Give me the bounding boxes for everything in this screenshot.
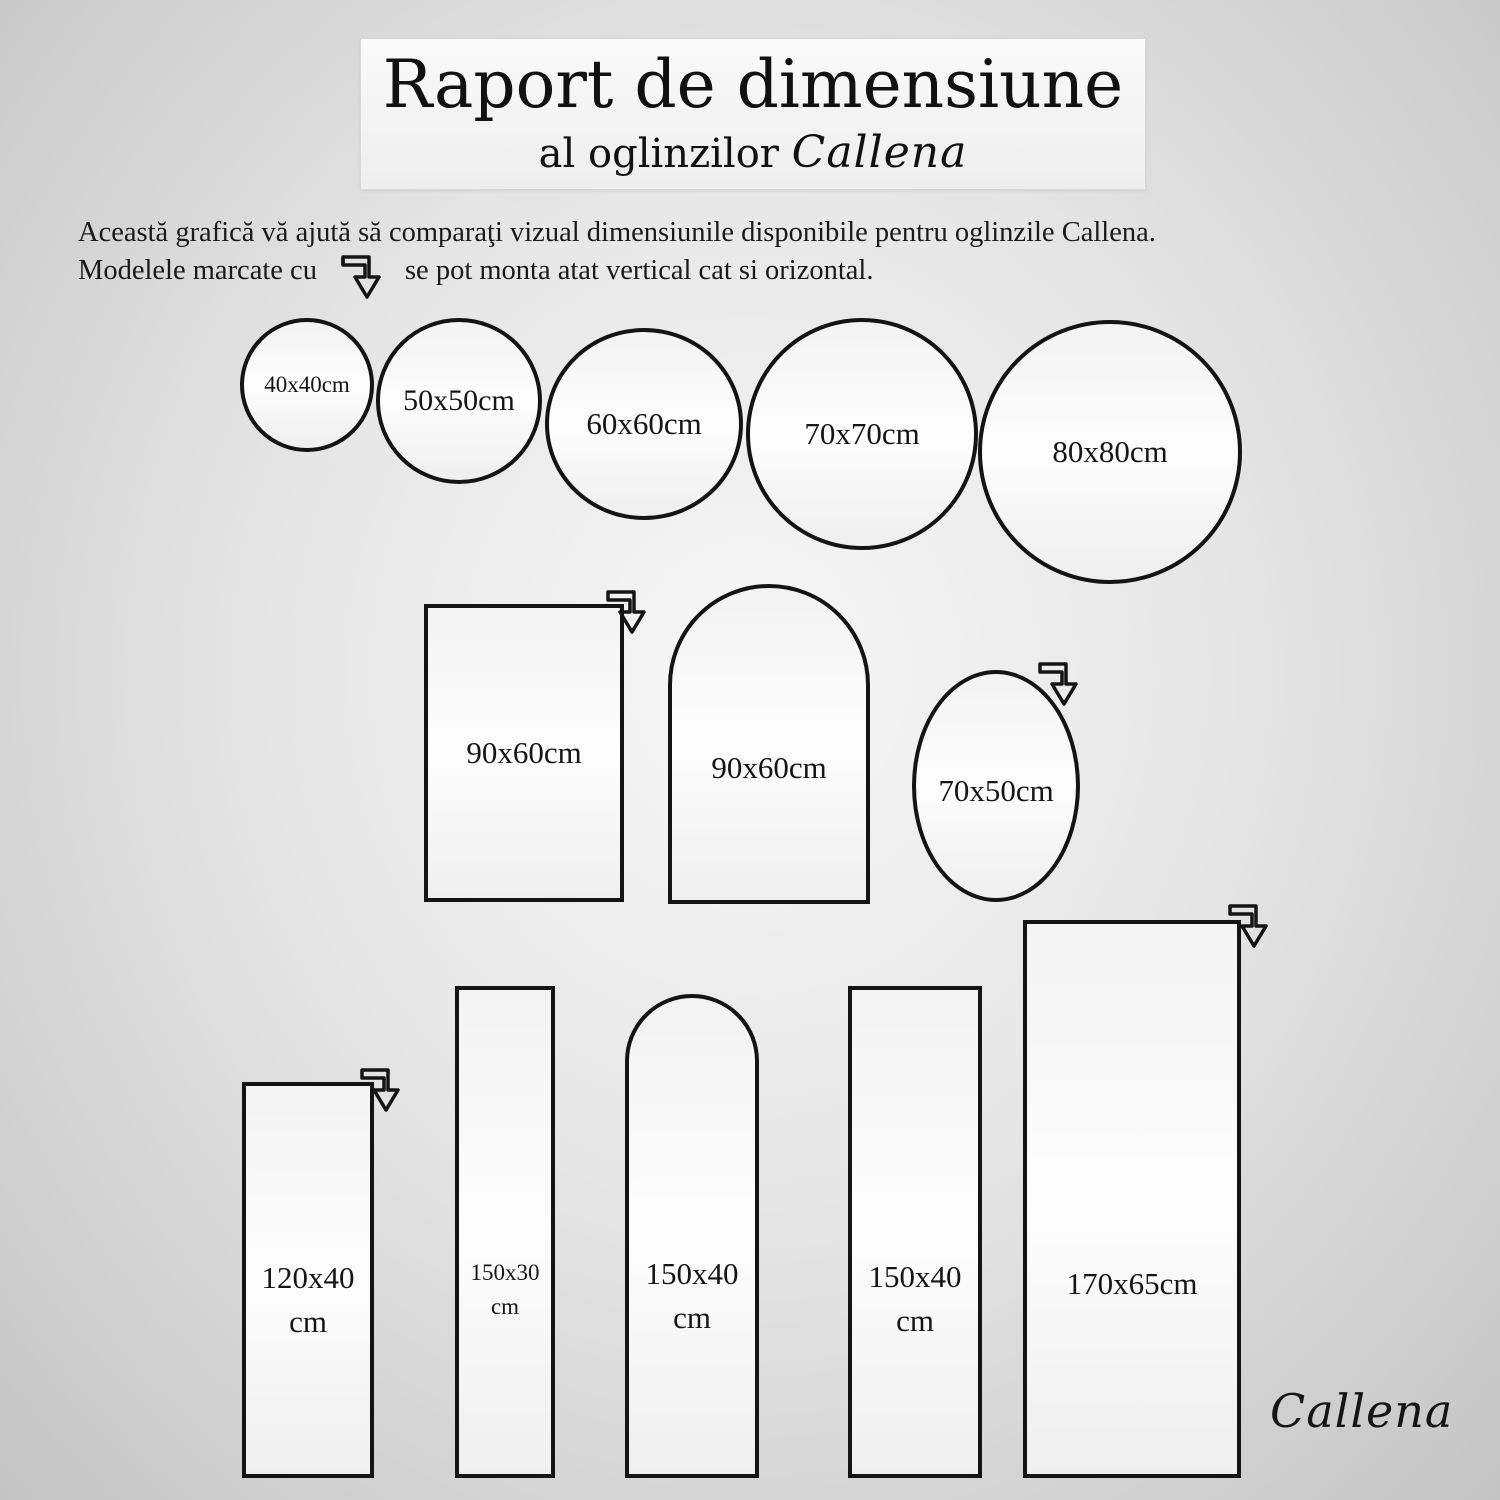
subtitle-prefix: al oglinzilor (538, 131, 779, 177)
mirror-label-line2: cm (673, 1300, 711, 1335)
mirror-label: 70x70cm (804, 416, 920, 451)
page-title: Raport de dimensiune (382, 46, 1124, 123)
title-box: Raport de dimensiune al oglinzilor Calle… (360, 38, 1146, 190)
rotate-arrow-icon (1228, 904, 1268, 948)
mirror-rect-150x40: 150x40 cm (848, 986, 982, 1478)
mirror-label-line1: 120x40 (261, 1260, 355, 1295)
mirror-round-50: 50x50cm (376, 318, 542, 484)
rotate-arrow-icon (606, 590, 646, 634)
mirror-label: 70x50cm (938, 773, 1054, 808)
mirror-label-line2: cm (289, 1304, 327, 1339)
footer-brand-wordmark: Callena (1270, 1384, 1454, 1438)
mirror-rect-170x65: 170x65cm (1023, 920, 1241, 1478)
mirror-label: 40x40cm (264, 372, 350, 397)
rotate-arrow-icon (1038, 662, 1078, 706)
intro-line-2-after: se pot monta atat vertical cat si orizon… (404, 255, 874, 286)
mirror-label: 60x60cm (586, 406, 702, 441)
mirror-arch-90x60: 90x60cm (668, 584, 870, 904)
mirror-label: 50x50cm (403, 384, 515, 417)
brand-wordmark: Callena (791, 127, 968, 178)
mirror-round-40: 40x40cm (240, 318, 374, 452)
mirror-round-70: 70x70cm (746, 318, 978, 550)
mirror-label: 90x60cm (466, 735, 582, 770)
mirror-label-line2: cm (896, 1303, 934, 1338)
mirror-round-80: 80x80cm (978, 320, 1242, 584)
rotate-arrow-icon (341, 255, 381, 299)
mirror-label-line1: 150x30 (470, 1260, 540, 1285)
intro-text: Această grafică vă ajută să comparaţi vi… (78, 214, 1478, 301)
mirror-label-line1: 150x40 (868, 1259, 962, 1294)
intro-line-2-before: Modelele marcate cu (78, 255, 317, 286)
mirror-label: 80x80cm (1052, 434, 1168, 469)
intro-line-2: Modelele marcate cu se pot monta atat ve… (78, 252, 1478, 301)
mirror-rect-150x30: 150x30 cm (455, 986, 555, 1478)
rotate-arrow-icon (360, 1068, 400, 1112)
mirror-label: 90x60cm (711, 750, 827, 785)
mirror-label-line1: 170x65cm (1066, 1266, 1198, 1301)
mirror-rect-120x40: 120x40 cm (242, 1082, 374, 1478)
mirror-oval-70x50: 70x50cm (912, 670, 1080, 902)
mirror-label-line1: 150x40 (645, 1256, 739, 1291)
intro-line-1: Această grafică vă ajută să comparaţi vi… (78, 217, 1156, 248)
mirror-rect-90x60: 90x60cm (424, 604, 624, 902)
mirror-arch-150x40: 150x40 cm (625, 994, 759, 1478)
mirror-label-line2: cm (490, 1294, 520, 1319)
page-subtitle: al oglinzilor Callena (361, 125, 1145, 182)
mirror-round-60: 60x60cm (545, 328, 743, 520)
